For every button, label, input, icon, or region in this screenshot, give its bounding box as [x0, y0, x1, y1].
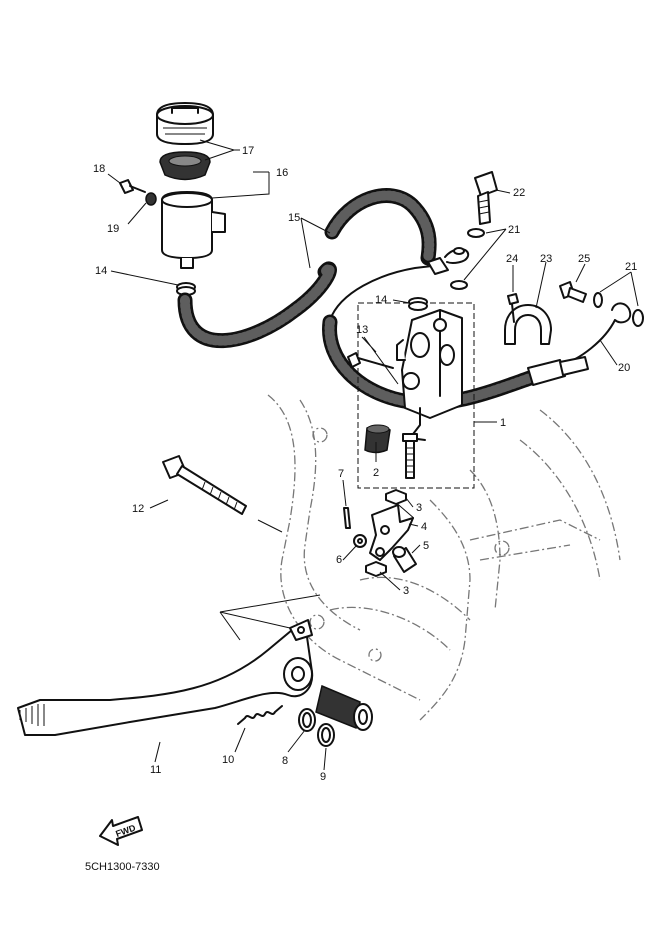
callout-20: 20	[618, 362, 630, 374]
callout-15: 15	[288, 212, 300, 224]
reservoir-diaphragm	[159, 151, 211, 181]
reservoir-body	[161, 191, 226, 269]
callout-23: 23	[540, 253, 552, 265]
callout-8: 8	[282, 755, 288, 767]
callout-2: 2	[373, 467, 379, 479]
brake-line	[329, 247, 626, 366]
bolt-24	[507, 293, 519, 323]
nut-3-upper	[385, 489, 407, 505]
cotter-pin	[343, 507, 351, 529]
washer-19	[145, 192, 157, 206]
bracket-23	[504, 304, 552, 345]
leader-lines	[107, 139, 639, 771]
callout-18: 18	[93, 163, 105, 175]
callout-19: 19	[107, 223, 119, 235]
master-cylinder-box	[357, 302, 475, 489]
reservoir-cap	[156, 102, 214, 145]
callout-16: 16	[276, 167, 288, 179]
return-spring	[237, 705, 283, 725]
banjo-fitting-20	[611, 302, 632, 324]
callout-10: 10	[222, 754, 234, 766]
washer-6	[353, 534, 367, 548]
callout-3-lower: 3	[403, 585, 409, 597]
brake-pedal	[17, 619, 314, 736]
seal-9	[317, 723, 335, 747]
master-cylinder	[396, 309, 463, 441]
callout-14-lower: 14	[375, 294, 387, 306]
bolt-13	[347, 352, 394, 369]
union-bolt-22	[474, 171, 498, 225]
reservoir-hose	[177, 188, 437, 349]
hose-clip-14-lower	[408, 297, 428, 311]
washer-21-b	[450, 280, 468, 290]
callout-1: 1	[500, 417, 506, 429]
callout-12: 12	[132, 503, 144, 515]
callout-13: 13	[356, 324, 368, 336]
callout-11: 11	[150, 764, 161, 776]
clevis	[369, 504, 414, 561]
bushing	[315, 684, 373, 731]
callout-6: 6	[336, 554, 342, 566]
washer-21-a	[467, 228, 485, 238]
callout-labels: 1 2 3 3 4 5 6 7 8 9 10 11 12 13 14 14 15…	[93, 145, 637, 783]
nut-3-lower	[365, 561, 387, 577]
washer-21-d	[632, 309, 644, 327]
callout-3-upper: 3	[416, 502, 422, 514]
frame-outline	[267, 394, 621, 721]
callout-4: 4	[421, 521, 427, 533]
callout-9: 9	[320, 771, 326, 783]
bolt-25	[559, 281, 587, 303]
callout-5: 5	[423, 540, 429, 552]
washer-21-c	[593, 292, 603, 308]
callout-7: 7	[338, 468, 344, 480]
boot	[364, 424, 391, 454]
fwd-arrow-icon: FWD	[99, 816, 143, 846]
callout-21-right: 21	[625, 261, 637, 273]
o-ring-8	[298, 708, 316, 732]
callout-17: 17	[242, 145, 254, 157]
pin-5	[392, 546, 417, 573]
callout-22: 22	[513, 187, 525, 199]
callout-25: 25	[578, 253, 590, 265]
callout-14-upper: 14	[95, 265, 107, 277]
bolt-18	[119, 179, 146, 194]
hose-clip-14-upper	[176, 282, 196, 296]
callout-21-left: 21	[508, 224, 520, 236]
push-rod	[402, 433, 418, 479]
drawing-code: 5CH1300-7330	[85, 861, 160, 873]
pivot-bolt	[162, 455, 247, 515]
callout-24: 24	[506, 253, 518, 265]
